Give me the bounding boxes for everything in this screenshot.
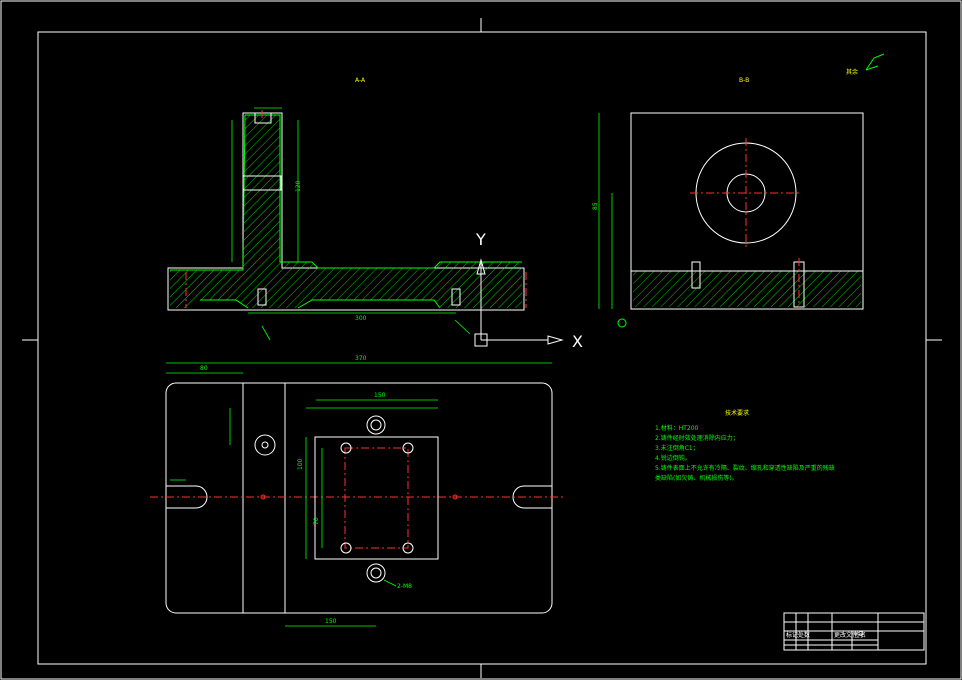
title-block-cell-1: 标记	[786, 631, 798, 639]
dim-top-center-span: 150	[374, 392, 386, 399]
dim-overall-length: 370	[355, 355, 367, 362]
plan-view: 370 80 150 100 70 150 2-M8	[150, 355, 566, 627]
section-a-label: A-A	[355, 77, 366, 84]
axis-x-label: X	[572, 332, 583, 351]
tech-req-item-3: 3.未注倒角C1；	[655, 444, 699, 452]
section-b-view: B-B 其余 85	[592, 53, 885, 328]
title-block-cell-2: 处数	[798, 631, 810, 639]
title-block: 标记 处数 更改文件号 签名	[783, 612, 925, 651]
tech-req-item-4: 4.锐边倒钝。	[655, 454, 691, 462]
hole-note: 2-M8	[397, 583, 412, 590]
tech-req-item-6: 类缺陷(如欠铸、机械损伤等)。	[655, 474, 738, 482]
roughness-note: 其余	[846, 68, 858, 76]
tech-req-title: 技术要求	[725, 409, 749, 417]
dim-section-len: 300	[355, 315, 367, 322]
dim-inner-square-h: 100	[297, 458, 304, 470]
section-b-label: B-B	[739, 77, 749, 84]
technical-requirements: 技术要求 1.材料：HT200 2.铸件经时效处理消除内应力； 3.未注倒角C1…	[655, 409, 835, 482]
axis-y-label: Y	[475, 230, 486, 249]
title-block-cell-3: 更改文件号	[834, 631, 864, 639]
tech-req-item-1: 1.材料：HT200	[655, 424, 699, 432]
section-a-view: A-A 300 120	[167, 77, 527, 341]
dim-section-height: 120	[295, 180, 302, 192]
tech-req-item-5: 5.铸件表面上不允许有冷隔、裂纹、缩孔和穿透性缺陷及严重的残缺	[655, 464, 835, 472]
coordinate-axes: Y X	[474, 230, 583, 351]
dim-b-height: 85	[592, 202, 599, 210]
tech-req-item-2: 2.铸件经时效处理消除内应力；	[655, 434, 739, 442]
dim-pitch-70: 70	[313, 517, 320, 525]
dim-bottom-span: 150	[325, 618, 337, 625]
dim-left-offset: 80	[200, 365, 208, 372]
title-block-cell-4: 签名	[854, 631, 866, 639]
